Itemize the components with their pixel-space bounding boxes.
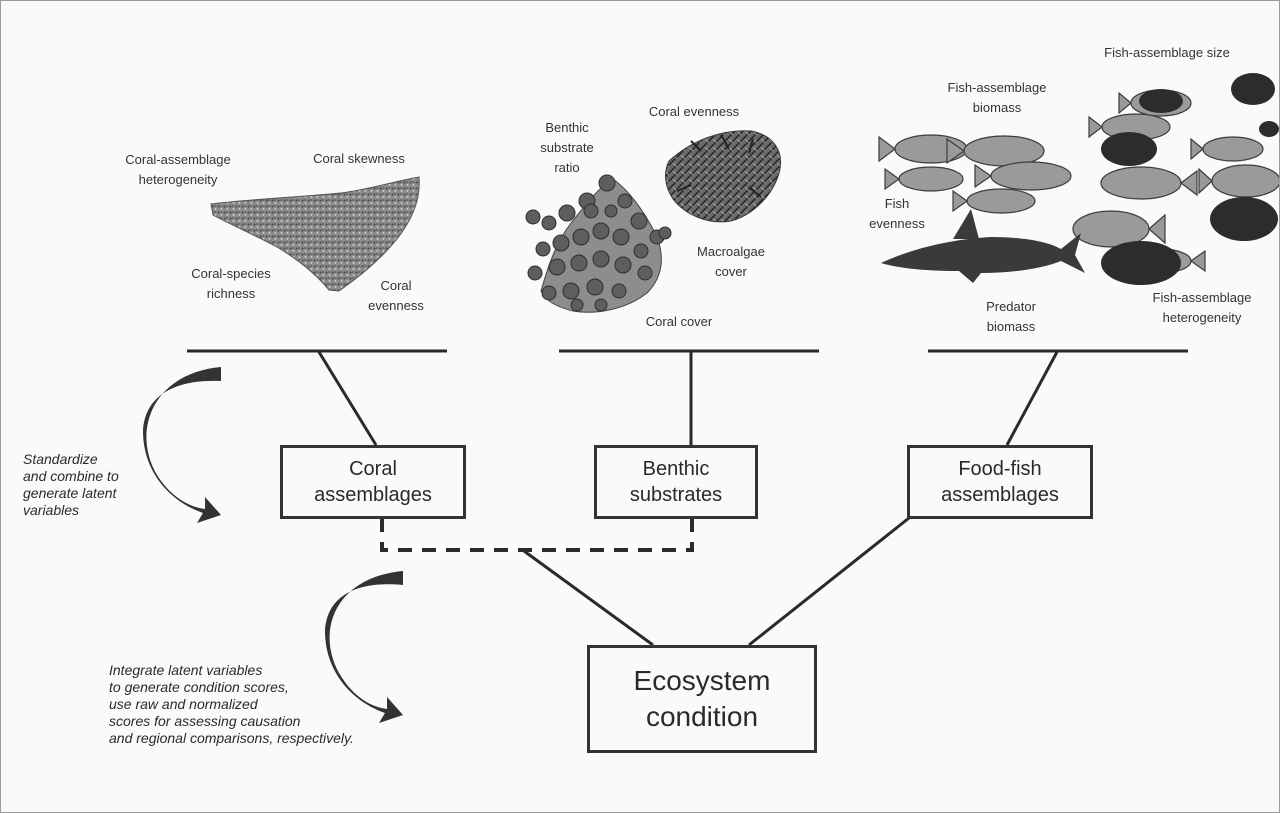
benthic-box-line-1: Benthic (642, 458, 710, 480)
integrate-note: Integrate latent variables to generate c… (109, 662, 439, 747)
label-fish-assemblage-biomass: Fish-assemblage biomass (947, 80, 1047, 115)
benthic-box-line-2: substrates (629, 484, 723, 506)
label-fish-assemblage-heterogeneity: Fish-assemblage heterogeneity (1152, 290, 1252, 325)
standardize-arrow-icon (143, 367, 221, 523)
integrate-line-2: to generate condition scores, (109, 679, 289, 695)
dark-fish-illustration (1101, 73, 1279, 285)
coral-box-line-1: Coral (349, 458, 397, 480)
fish-box-line-2: assemblages (941, 484, 1059, 506)
label-fish-assemblage-size: Fish-assemblage size (1104, 45, 1230, 60)
standardize-line-2: and combine to (23, 468, 119, 484)
label-coral-cover: Coral cover (645, 314, 713, 329)
standardize-line-3: generate latent (23, 485, 117, 501)
integrate-line-5: and regional comparisons, respectively. (109, 730, 354, 746)
coral-box-line-2: assemblages (314, 484, 432, 506)
shark-illustration (881, 209, 1085, 283)
label-benthic-substrate-ratio: Benthic substrate ratio (540, 120, 594, 175)
coral-colony-illustration (525, 174, 672, 313)
label-fish-evenness: Fish evenness (869, 196, 925, 231)
connector-lines (317, 351, 1059, 647)
food-fish-assemblages-box: Food-fish assemblages (907, 445, 1093, 519)
integrate-line-4: scores for assessing causation (109, 713, 301, 729)
benthic-substrates-box: Benthic substrates (594, 445, 758, 519)
label-coral-heterogeneity: Coral-assemblage heterogeneity (125, 152, 231, 187)
macroalgae-illustration (665, 130, 781, 223)
standardize-note: Standardize and combine to generate late… (23, 451, 153, 519)
ecosystem-box-line-2: condition (645, 701, 759, 732)
label-coral-evenness: Coral evenness (368, 278, 424, 313)
ecosystem-condition-box: Ecosystem condition (587, 645, 817, 753)
integrate-arrow-icon (325, 571, 403, 723)
fish-box-line-1: Food-fish (958, 458, 1042, 480)
label-coral-species-richness: Coral-species richness (191, 266, 271, 301)
integrate-line-3: use raw and normalized (109, 696, 258, 712)
coral-assemblage-illustration (210, 176, 420, 292)
label-benthic-coral-evenness: Coral evenness (648, 104, 740, 119)
label-macroalgae-cover: Macroalgae cover (697, 244, 765, 279)
label-predator-biomass: Predator biomass (986, 299, 1036, 334)
standardize-line-4: variables (23, 502, 80, 518)
integrate-line-1: Integrate latent variables (109, 662, 263, 678)
coral-assemblages-box: Coral assemblages (280, 445, 466, 519)
standardize-line-1: Standardize (23, 451, 98, 467)
ecosystem-box-line-1: Ecosystem (633, 665, 771, 696)
dashed-link (380, 518, 694, 552)
label-coral-skewness: Coral skewness (313, 151, 405, 166)
